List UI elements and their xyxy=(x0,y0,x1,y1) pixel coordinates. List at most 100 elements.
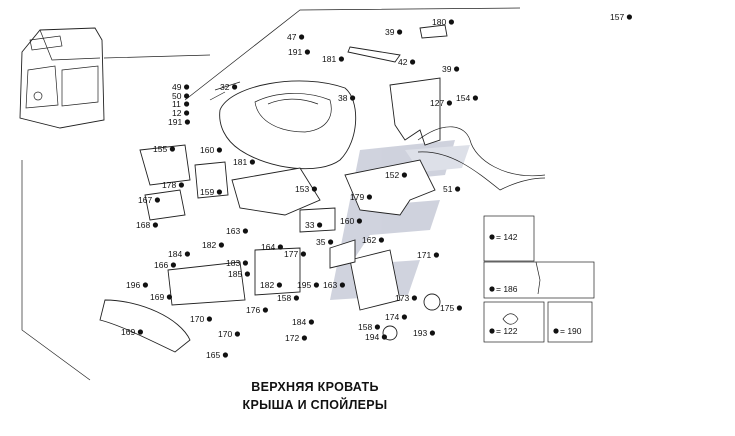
callout-number: 160 xyxy=(200,145,214,155)
callout-number: 180 xyxy=(432,17,446,27)
callout-173: 173 xyxy=(395,293,417,303)
callout-163: 163 xyxy=(323,280,345,290)
callout-number: 158 xyxy=(277,293,291,303)
callout-dot xyxy=(178,182,184,188)
legend-label: = 122 xyxy=(496,326,518,336)
callout-dot xyxy=(277,244,283,250)
callout-dot xyxy=(249,159,255,165)
callout-number: 32 xyxy=(220,82,230,92)
callout-dot xyxy=(170,262,176,268)
callout-42: 42 xyxy=(398,57,416,67)
callout-dot xyxy=(328,239,334,245)
callout-193: 193 xyxy=(413,328,435,338)
callout-number: 11 xyxy=(172,99,181,109)
callout-dot xyxy=(242,260,248,266)
legend-boxes xyxy=(483,215,595,343)
callout-167: 167 xyxy=(138,195,160,205)
callout-number: 35 xyxy=(316,237,326,247)
callout-number: 169 xyxy=(121,327,135,337)
callout-170: 170 xyxy=(218,329,240,339)
callout-number: 39 xyxy=(385,27,395,37)
callout-39: 39 xyxy=(385,27,403,37)
callout-169: 169 xyxy=(150,292,172,302)
callout-number: 191 xyxy=(288,47,302,57)
callout-dot xyxy=(410,59,416,65)
callout-dot xyxy=(184,93,190,99)
callout-number: 170 xyxy=(218,329,232,339)
callout-dot xyxy=(262,307,268,313)
callout-dot xyxy=(299,34,305,40)
legend-dot xyxy=(489,328,495,334)
callout-dot xyxy=(304,49,310,55)
callout-dot xyxy=(232,84,238,90)
callout-127: 127 xyxy=(430,98,452,108)
callout-dot xyxy=(454,66,460,72)
callout-number: 175 xyxy=(440,303,454,313)
callout-159: 159 xyxy=(200,187,222,197)
callout-dot xyxy=(350,95,356,101)
callout-dot xyxy=(626,14,633,20)
callout-dot xyxy=(448,19,454,25)
callout-153: 153 xyxy=(295,184,317,194)
callout-191: 191 xyxy=(168,117,190,127)
callout-171: 171 xyxy=(417,250,439,260)
callout-number: 167 xyxy=(138,195,152,205)
callout-number: 163 xyxy=(323,280,337,290)
callout-177: 177 xyxy=(284,249,306,259)
callout-182: 182 xyxy=(202,240,224,250)
callout-number: 159 xyxy=(200,187,214,197)
callout-179: 179 xyxy=(350,192,372,202)
callout-181: 181 xyxy=(233,157,255,167)
callout-number: 163 xyxy=(226,226,240,236)
callout-180: 180 xyxy=(432,17,454,27)
callout-number: 168 xyxy=(136,220,150,230)
callout-dot xyxy=(152,222,158,228)
callout-164: 164 xyxy=(261,242,283,252)
callout-dot xyxy=(401,172,407,178)
callout-number: 12 xyxy=(172,108,182,118)
callout-163: 163 xyxy=(226,226,248,236)
callout-165: 165 xyxy=(206,350,228,360)
callout-number: 182 xyxy=(202,240,216,250)
callout-160: 160 xyxy=(200,145,222,155)
callout-dot xyxy=(397,29,403,35)
callout-dot xyxy=(184,101,190,107)
callout-dot xyxy=(317,222,323,228)
callout-dot xyxy=(244,271,250,277)
callout-number: 153 xyxy=(295,184,309,194)
callout-183: 183 xyxy=(226,258,248,268)
callout-dot xyxy=(234,331,240,337)
callout-152: 152 xyxy=(385,170,407,180)
callout-number: 181 xyxy=(322,54,336,64)
callout-175: 175 xyxy=(440,303,462,313)
callout-39: 39 xyxy=(442,64,460,74)
callout-number: 178 xyxy=(162,180,176,190)
callout-dot xyxy=(276,282,282,288)
callout-172: 172 xyxy=(285,333,307,343)
callout-160: 160 xyxy=(340,216,362,226)
callout-number: 47 xyxy=(287,32,297,42)
callout-dot xyxy=(218,242,224,248)
callout-number: 50 xyxy=(172,91,182,101)
callout-dot xyxy=(216,189,222,195)
callout-dot xyxy=(242,228,248,234)
callout-number: 185 xyxy=(228,269,242,279)
spoiler-parts xyxy=(99,24,546,353)
diagram-title-line-1: ВЕРХНЯЯ КРОВАТЬ xyxy=(251,380,379,394)
callout-170: 170 xyxy=(190,314,212,324)
callout-157: 157 xyxy=(610,12,633,22)
callout-number: 194 xyxy=(365,332,379,342)
callout-number: 184 xyxy=(292,317,306,327)
callout-number: 170 xyxy=(190,314,204,324)
callout-number: 179 xyxy=(350,192,364,202)
callout-number: 193 xyxy=(413,328,427,338)
callout-dot xyxy=(308,319,314,325)
callout-number: 154 xyxy=(456,93,470,103)
callout-dot xyxy=(378,237,384,243)
callout-184: 184 xyxy=(292,317,314,327)
callout-number: 155 xyxy=(153,144,167,154)
callout-number: 183 xyxy=(226,258,240,268)
legend-dot xyxy=(489,286,495,292)
callout-dot xyxy=(166,294,172,300)
